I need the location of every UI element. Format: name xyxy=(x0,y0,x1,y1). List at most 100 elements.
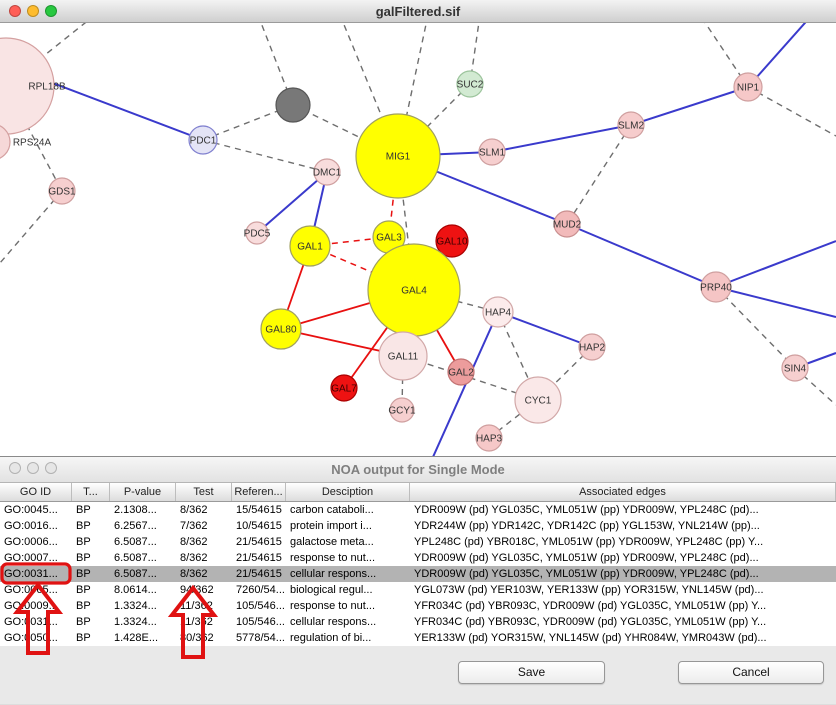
graph-edge xyxy=(0,190,63,264)
column-header-reference[interactable]: Referen... xyxy=(232,483,286,501)
node-label: GAL3 xyxy=(376,233,402,244)
cell-go_id: GO:0031... xyxy=(4,616,58,628)
zoom-button[interactable] xyxy=(45,462,57,474)
column-header-edges[interactable]: Associated edges xyxy=(410,483,836,501)
node-mud2[interactable] xyxy=(553,210,581,238)
node-label: HAP3 xyxy=(476,434,503,445)
cell-reference: 105/546... xyxy=(236,600,285,612)
node-pdc1[interactable] xyxy=(188,125,218,155)
node-rps24a[interactable] xyxy=(0,124,11,160)
cell-go_id: GO:0016... xyxy=(4,520,58,532)
node-gal11[interactable] xyxy=(378,331,428,381)
cell-description: response to nut... xyxy=(290,552,375,564)
cancel-button[interactable]: Cancel xyxy=(678,661,824,684)
close-button[interactable] xyxy=(9,5,21,17)
cell-type: BP xyxy=(76,568,91,580)
node-gal10[interactable] xyxy=(435,224,469,258)
node-label: GAL7 xyxy=(331,384,357,395)
graph-edge xyxy=(747,86,836,137)
node-nip1[interactable] xyxy=(733,72,763,102)
node-label: MUD2 xyxy=(553,220,582,231)
graph-edge xyxy=(747,23,807,88)
node-hap2[interactable] xyxy=(578,333,606,361)
graph-edge xyxy=(630,86,749,126)
node-label: SLM1 xyxy=(479,148,506,159)
node-cyc1[interactable] xyxy=(514,376,562,424)
cell-description: regulation of bi... xyxy=(290,632,372,644)
column-header-go_id[interactable]: GO ID xyxy=(0,483,72,501)
cell-reference: 21/54615 xyxy=(236,568,282,580)
node-suc2[interactable] xyxy=(456,70,484,98)
save-button[interactable]: Save xyxy=(458,661,605,684)
node-slm2[interactable] xyxy=(617,111,645,139)
cell-reference: 15/54615 xyxy=(236,504,282,516)
cell-edges: YFR034C (pd) YBR093C, YDR009W (pd) YGL03… xyxy=(414,616,767,628)
cell-reference: 21/54615 xyxy=(236,536,282,548)
cell-reference: 10/54615 xyxy=(236,520,282,532)
node-gal1[interactable] xyxy=(289,225,331,267)
cell-description: carbon cataboli... xyxy=(290,504,374,516)
cell-type: BP xyxy=(76,632,91,644)
graph-edge xyxy=(5,85,63,192)
node-dmc1[interactable] xyxy=(313,158,341,186)
column-header-test[interactable]: Test xyxy=(176,483,232,501)
cell-type: BP xyxy=(76,616,91,628)
cell-go_id: GO:0007... xyxy=(4,552,58,564)
cell-reference: 7260/54... xyxy=(236,584,285,596)
cell-go_id: GO:0050... xyxy=(4,632,58,644)
node-hap4[interactable] xyxy=(482,296,514,328)
graph-edge xyxy=(292,104,399,157)
close-button[interactable] xyxy=(9,462,21,474)
cell-test: 8/362 xyxy=(180,552,208,564)
column-header-type[interactable]: T... xyxy=(72,483,110,501)
node-label: GAL11 xyxy=(388,352,419,363)
minimize-button[interactable] xyxy=(27,5,39,17)
graph-edge xyxy=(566,124,632,225)
minimize-button[interactable] xyxy=(27,462,39,474)
zoom-button[interactable] xyxy=(45,5,57,17)
cell-description: biological regul... xyxy=(290,584,373,596)
node-gal2[interactable] xyxy=(447,358,475,386)
node-gcy1[interactable] xyxy=(389,397,415,423)
node-prp40[interactable] xyxy=(700,271,732,303)
cell-test: 80/362 xyxy=(180,632,214,644)
node-label: NIP1 xyxy=(737,83,760,94)
node-label: RPS24A xyxy=(13,138,52,149)
graph-edge xyxy=(397,83,471,157)
node-mig1[interactable] xyxy=(355,113,441,199)
column-header-p_value[interactable]: P-value xyxy=(110,483,176,501)
node-label: SIN4 xyxy=(784,364,807,375)
node-slm1[interactable] xyxy=(478,138,506,166)
node-gal80[interactable] xyxy=(260,308,302,350)
node-hap3[interactable] xyxy=(475,424,503,452)
node-pdc5[interactable] xyxy=(245,221,269,245)
node-sin4[interactable] xyxy=(781,354,809,382)
window-controls xyxy=(9,5,57,17)
node-label: PDC5 xyxy=(244,229,271,240)
node-gray[interactable] xyxy=(275,87,311,123)
column-header-description[interactable]: Desciption xyxy=(286,483,410,501)
network-graph[interactable]: RPL18BRPS24AGDS1PDC1MIG1SUC2SLM1SLM2NIP1… xyxy=(0,23,836,456)
cell-edges: YER133W (pd) YOR315W, YNL145W (pd) YHR08… xyxy=(414,632,767,644)
graph-edge xyxy=(794,367,836,406)
graph-edge xyxy=(715,286,836,318)
cell-p_value: 1.3324... xyxy=(114,616,157,628)
graph-window-title: galFiltered.sif xyxy=(375,3,461,19)
cell-edges: YFR034C (pd) YBR093C, YDR009W (pd) YGL03… xyxy=(414,600,767,612)
node-gal7[interactable] xyxy=(330,374,358,402)
cell-reference: 21/54615 xyxy=(236,552,282,564)
cell-edges: YDR009W (pd) YGL035C, YML051W (pp) YDR00… xyxy=(414,504,759,516)
node-gds1[interactable] xyxy=(48,177,76,205)
